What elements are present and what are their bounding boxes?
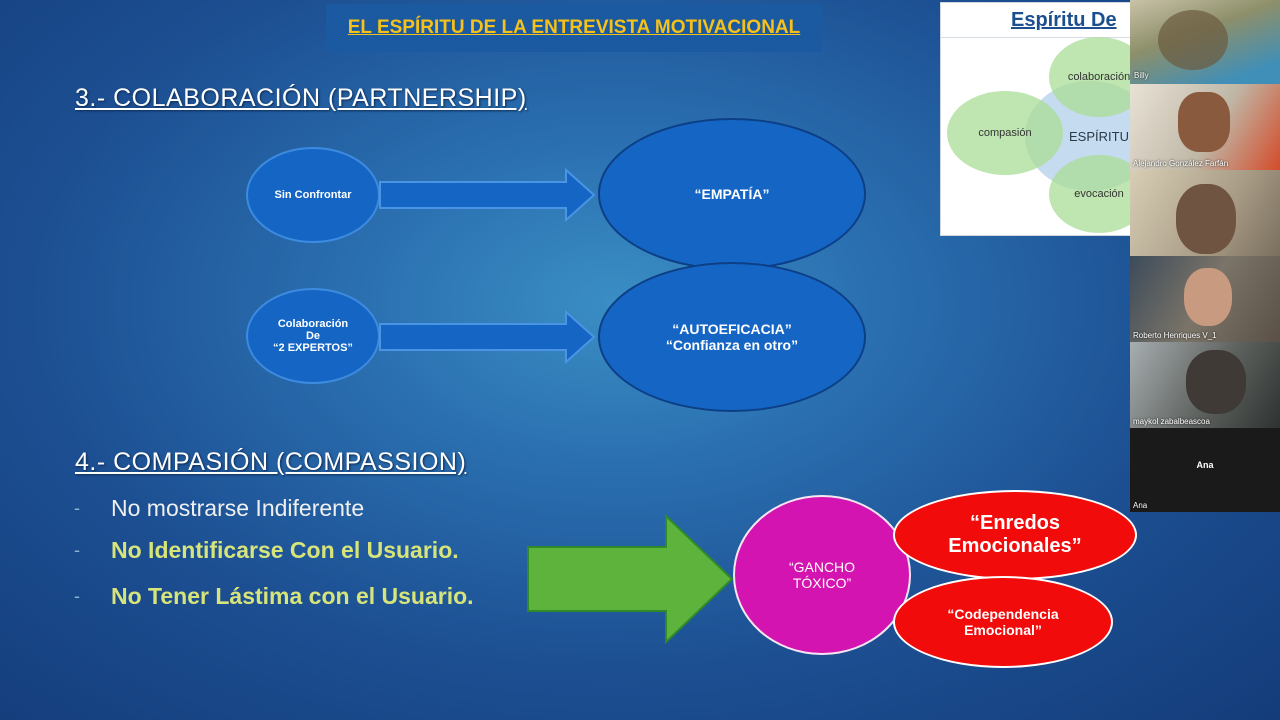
bullet-marker: -: [74, 498, 111, 519]
enredos-emocionales-oval: “Enredos Emocionales”: [893, 490, 1137, 580]
participant-silhouette: [1178, 92, 1230, 152]
video-tile-billy[interactable]: Billy: [1130, 0, 1280, 84]
list-item: - No Tener Lástima con el Usuario.: [74, 574, 474, 618]
video-tile-roberto[interactable]: Roberto Henriques V_1: [1130, 256, 1280, 342]
participant-name: Ana: [1133, 501, 1147, 510]
arrow-right-icon: [378, 310, 596, 364]
participant-name: Alejandro González Farfán: [1133, 159, 1228, 168]
autoeficacia-line-2: “Confianza en otro”: [666, 337, 798, 353]
enredos-line-1: “Enredos: [970, 512, 1060, 535]
participant-center-name: Ana: [1130, 460, 1280, 470]
participant-name: maykol zabalbeascoa: [1133, 417, 1210, 426]
codependencia-emocional-oval: “Codependencia Emocional”: [893, 576, 1113, 668]
video-tile-maykol[interactable]: maykol zabalbeascoa: [1130, 342, 1280, 428]
autoeficacia-line-1: “AUTOEFICACIA”: [672, 321, 792, 337]
compassion-bullet-list: - No mostrarse Indiferente - No Identifi…: [74, 490, 474, 618]
section-4-heading: 4.- COMPASIÓN (COMPASSION): [75, 448, 466, 477]
colaboracion-line-1: Colaboración: [273, 318, 353, 330]
venn-top-label: colaboración: [1068, 71, 1130, 83]
participant-name: Roberto Henriques V_1: [1133, 331, 1217, 340]
enredos-line-2: Emocionales”: [948, 535, 1081, 558]
bullet-text: No mostrarse Indiferente: [111, 495, 364, 522]
slide-title-banner: EL ESPÍRITU DE LA ENTREVISTA MOTIVACIONA…: [326, 4, 822, 52]
colaboracion-line-2: De: [273, 330, 353, 342]
arrow-right-icon: [378, 168, 596, 222]
codependencia-line-2: Emocional”: [964, 622, 1042, 638]
gancho-line-2: TÓXICO”: [793, 575, 851, 591]
participant-silhouette: [1186, 350, 1246, 414]
colaboracion-oval: Colaboración De “2 EXPERTOS”: [246, 288, 380, 384]
empatia-oval: “EMPATÍA”: [598, 118, 866, 270]
section-3-heading: 3.- COLABORACIÓN (PARTNERSHIP): [75, 84, 527, 113]
venn-left-label: compasión: [978, 127, 1031, 139]
gancho-toxico-circle: “GANCHO TÓXICO”: [733, 495, 911, 655]
colaboracion-line-3: “2 EXPERTOS”: [273, 342, 353, 354]
list-item: - No Identificarse Con el Usuario.: [74, 526, 474, 574]
venn-left-circle: compasión: [947, 91, 1063, 175]
sin-confrontar-label: Sin Confrontar: [275, 189, 352, 201]
gancho-line-1: “GANCHO: [789, 559, 855, 575]
venn-bottom-circle: evocación: [1049, 155, 1132, 233]
autoeficacia-oval: “AUTOEFICACIA” “Confianza en otro”: [598, 262, 866, 412]
bullet-text: No Identificarse Con el Usuario.: [111, 537, 459, 564]
venn-center-label: ESPÍRITU: [1069, 129, 1129, 144]
participant-silhouette: [1176, 184, 1236, 254]
thumbnail-title: Espíritu De: [1011, 9, 1117, 32]
list-item: - No mostrarse Indiferente: [74, 490, 474, 526]
slide-title: EL ESPÍRITU DE LA ENTREVISTA MOTIVACIONA…: [348, 17, 801, 39]
participant-name: Billy: [1134, 71, 1149, 80]
bullet-marker: -: [74, 540, 111, 561]
participant-silhouette: [1184, 268, 1232, 326]
video-tile-alejandro[interactable]: Alejandro González Farfán: [1130, 84, 1280, 170]
participant-silhouette: [1158, 10, 1228, 70]
green-arrow-icon: [526, 514, 734, 644]
video-tile-participant-3[interactable]: [1130, 170, 1280, 256]
codependencia-line-1: “Codependencia: [947, 606, 1058, 622]
video-tile-ana[interactable]: Ana Ana: [1130, 428, 1280, 512]
slide-thumbnail[interactable]: Espíritu De ESPÍRITU colaboración compas…: [940, 2, 1132, 236]
bullet-marker: -: [74, 586, 111, 607]
sin-confrontar-oval: Sin Confrontar: [246, 147, 380, 243]
empatia-label: “EMPATÍA”: [695, 186, 770, 202]
venn-bottom-label: evocación: [1074, 188, 1124, 200]
bullet-text: No Tener Lástima con el Usuario.: [111, 583, 474, 610]
